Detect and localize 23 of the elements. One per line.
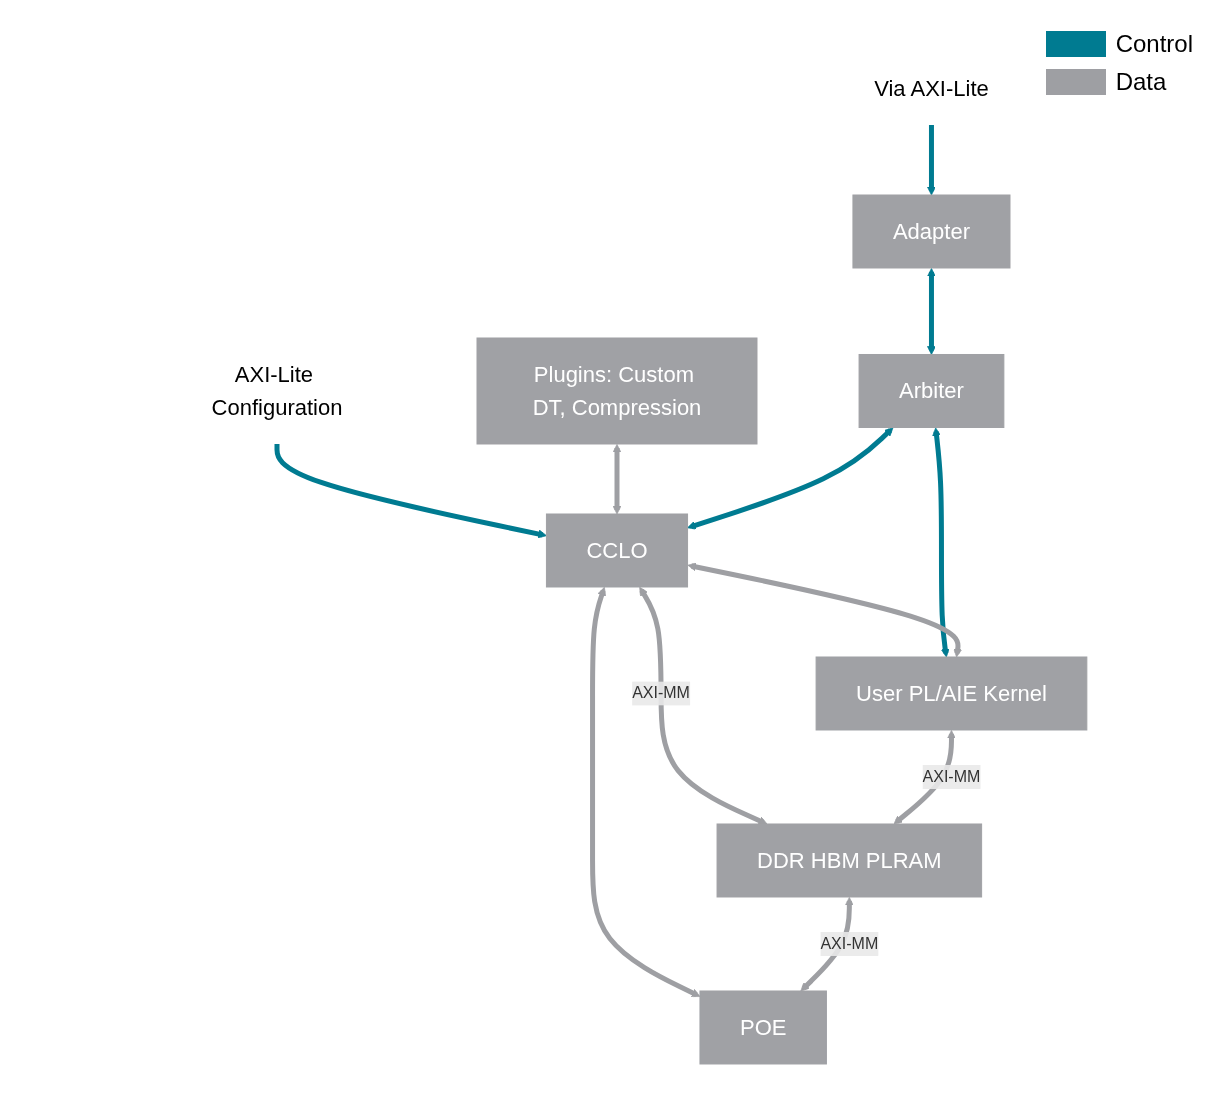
node-box: CCLO xyxy=(545,513,688,587)
edge-label: AXI-MM xyxy=(820,934,878,952)
legend-label: Data xyxy=(1115,68,1167,96)
node-box: Adapter xyxy=(852,194,1011,268)
node-text: Via AXI-Lite xyxy=(873,75,989,101)
arrow xyxy=(612,443,621,514)
edge-label: AXI-MM xyxy=(631,683,690,701)
node-box: Plugins: Custom DT, Compression xyxy=(476,337,758,444)
arrow xyxy=(638,586,767,825)
arrow xyxy=(686,426,893,530)
legend-label: Control xyxy=(1115,30,1193,58)
arrow xyxy=(931,427,950,657)
node-box: Arbiter xyxy=(858,353,1004,428)
node-box: POE xyxy=(699,990,827,1064)
node-box: User PL/AIE Kernel xyxy=(815,656,1087,730)
arrow xyxy=(926,124,936,195)
arrow xyxy=(274,443,547,538)
arrow xyxy=(687,562,962,657)
arrow xyxy=(926,267,936,355)
arrow xyxy=(589,586,700,997)
node-box: DDR HBM PLRAM xyxy=(716,823,982,897)
node-text: AXI-Lite Configuration xyxy=(211,361,343,420)
edge-label: AXI-MM xyxy=(922,767,980,785)
